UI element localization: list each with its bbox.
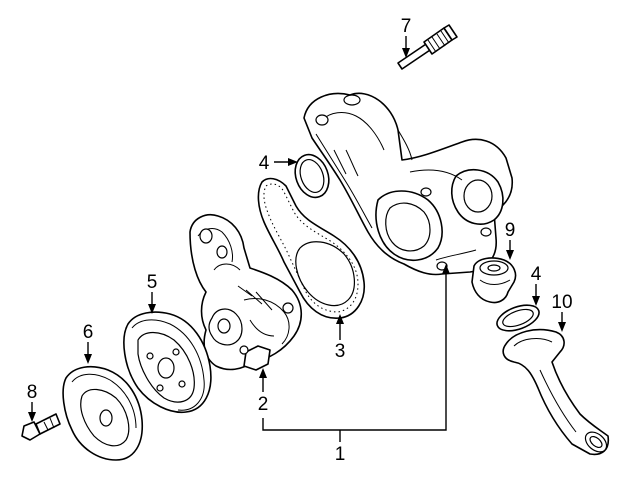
part-3-gasket bbox=[257, 177, 365, 319]
leader-lines bbox=[28, 36, 566, 442]
arrow-3 bbox=[336, 314, 344, 324]
arrow-4a bbox=[288, 158, 298, 166]
leader-1-bracket bbox=[262, 270, 447, 431]
part-4-oring-upper bbox=[294, 153, 330, 199]
part-7-stud bbox=[397, 24, 458, 70]
arrow-4b bbox=[532, 296, 540, 306]
arrow-10 bbox=[558, 322, 566, 332]
callout-7: 7 bbox=[401, 16, 412, 37]
callout-2: 2 bbox=[258, 394, 269, 415]
callout-4-upper: 4 bbox=[259, 153, 270, 174]
callout-3: 3 bbox=[335, 341, 346, 362]
part-1-housing bbox=[303, 92, 514, 276]
arrow-7 bbox=[402, 48, 410, 58]
part-4-oring-lower bbox=[496, 304, 540, 332]
callout-8: 8 bbox=[27, 382, 38, 403]
arrow-1 bbox=[442, 264, 450, 274]
callout-4-lower: 4 bbox=[531, 264, 542, 285]
callout-9: 9 bbox=[505, 220, 516, 241]
callout-5: 5 bbox=[147, 272, 158, 293]
part-9-thermostat bbox=[471, 257, 517, 304]
arrow-2 bbox=[259, 368, 267, 378]
part-2-water-pump bbox=[189, 214, 303, 371]
part-8-bolt bbox=[21, 413, 61, 441]
callout-10: 10 bbox=[551, 292, 572, 313]
arrow-6 bbox=[84, 354, 92, 364]
callout-6: 6 bbox=[83, 322, 94, 343]
callout-labels: 1 2 3 4 4 5 6 7 8 9 10 bbox=[27, 16, 573, 465]
arrow-8 bbox=[28, 412, 36, 422]
part-5-pulley bbox=[123, 311, 212, 413]
callout-1: 1 bbox=[335, 444, 346, 465]
part-10-pipe bbox=[502, 328, 610, 456]
part-6-pulley bbox=[62, 365, 143, 461]
arrow-9 bbox=[506, 250, 514, 260]
arrow-5 bbox=[148, 304, 156, 314]
